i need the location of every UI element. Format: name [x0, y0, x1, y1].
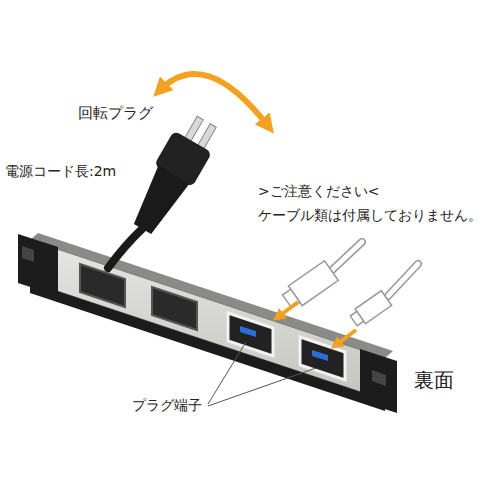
cord-length-label: 電源コード長:2m [5, 163, 116, 180]
cable-2 [349, 264, 418, 328]
cable-1 [280, 242, 362, 311]
note-heading: >ご注意ください< [258, 183, 379, 200]
rotating-plug [123, 110, 224, 240]
view-label: 裏面 [414, 368, 454, 392]
note-text: ケーブル類は付属しておりません。 [258, 207, 482, 224]
leader-line [208, 368, 316, 406]
insert-arrow [278, 302, 298, 317]
power-cord [108, 229, 142, 268]
insert-arrow [336, 330, 356, 345]
rotation-arrow [160, 74, 268, 126]
part-label: プラグ端子 [132, 397, 202, 414]
power-strip [18, 233, 397, 413]
part-label: 回転プラグ [78, 104, 153, 122]
